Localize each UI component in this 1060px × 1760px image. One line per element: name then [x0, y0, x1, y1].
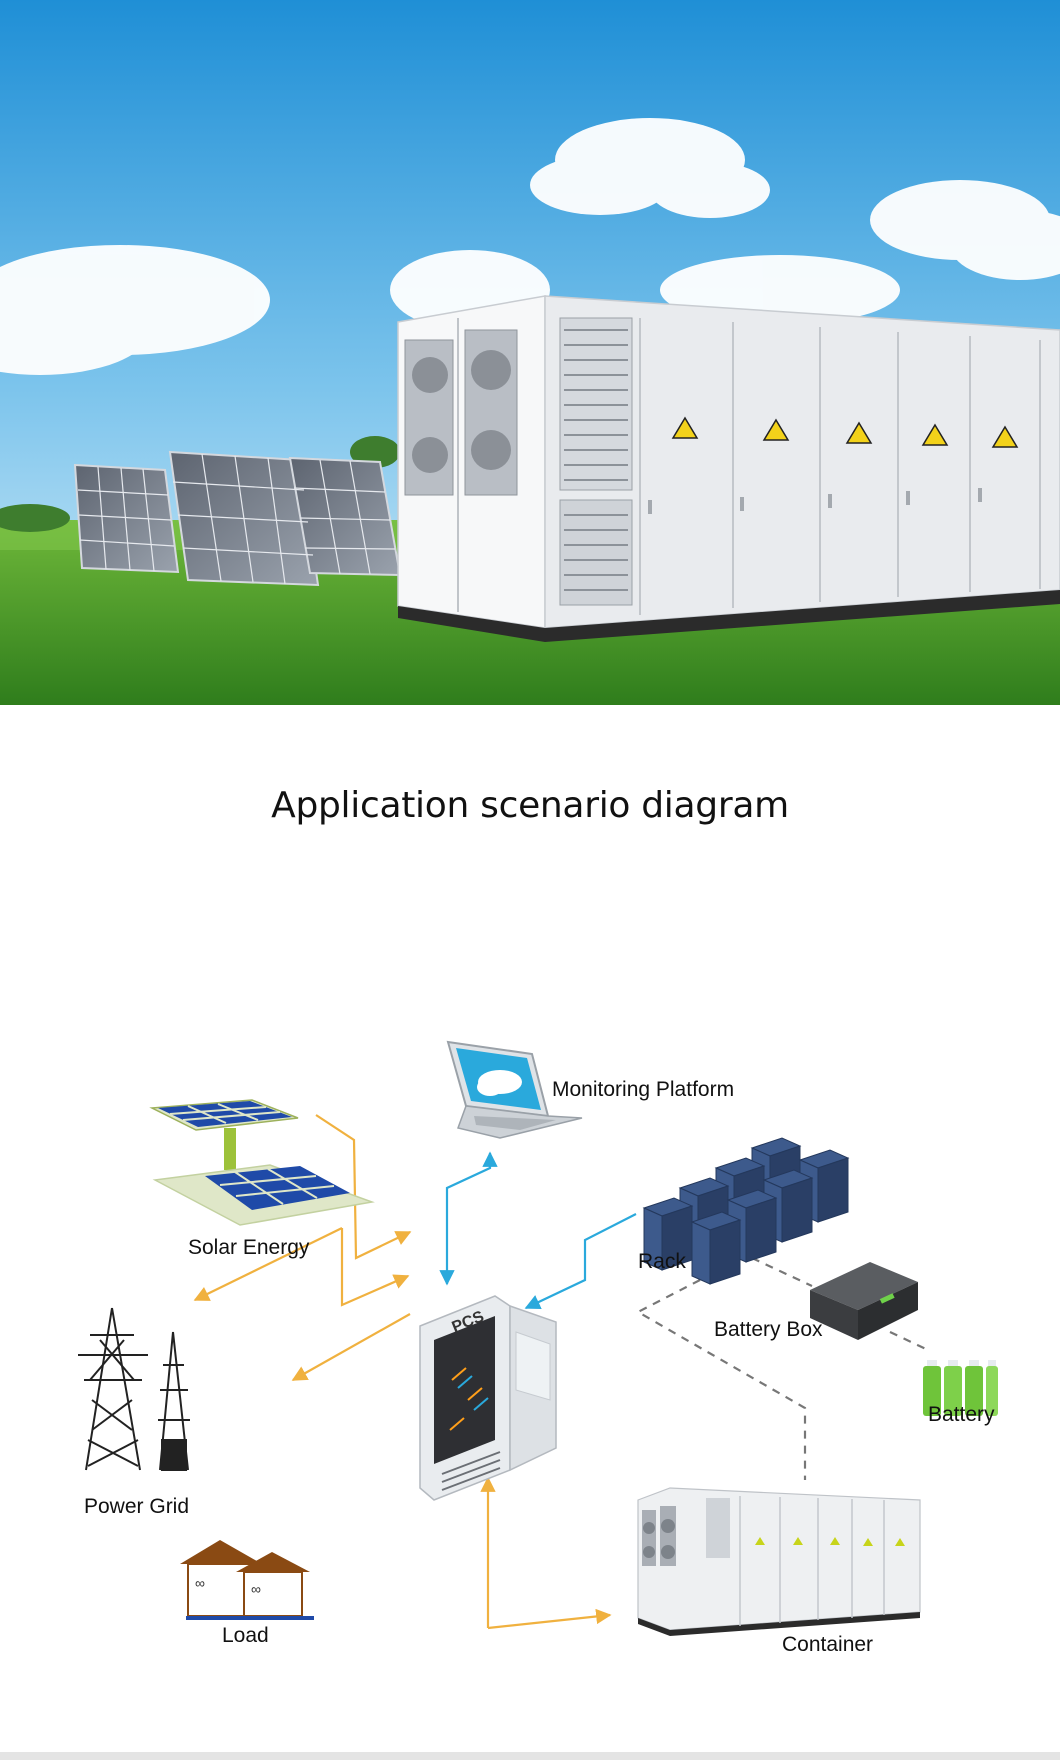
power-flow-lines	[193, 1114, 612, 1630]
bottom-divider	[0, 1752, 1060, 1760]
application-diagram: ∞ ∞ PCS Monitoring Platform Sol	[0, 1020, 1060, 1720]
label-power-grid: Power Grid	[84, 1495, 190, 1518]
solar-panel-array	[73, 450, 402, 587]
label-solar-energy: Solar Energy	[188, 1236, 310, 1259]
data-flow-lines	[439, 1151, 637, 1310]
section-title: Application scenario diagram	[271, 785, 789, 826]
power-grid-icon	[78, 1307, 190, 1471]
house-icon: ∞ ∞	[180, 1540, 314, 1620]
dashed-links	[635, 1257, 929, 1480]
label-battery: Battery	[928, 1403, 995, 1426]
label-container: Container	[782, 1633, 874, 1656]
battery-box-icon	[810, 1262, 918, 1340]
battery-icon	[923, 1360, 998, 1416]
label-load: Load	[222, 1624, 269, 1647]
svg-text:∞: ∞	[195, 1575, 205, 1591]
solar-panel-icon	[149, 1099, 375, 1226]
laptop-icon	[446, 1040, 583, 1139]
svg-text:∞: ∞	[251, 1581, 261, 1597]
pcs-cabinet-icon: PCS	[419, 1295, 557, 1501]
container-icon	[637, 1487, 921, 1636]
rack-icon	[642, 1137, 850, 1285]
label-battery-box: Battery Box	[714, 1318, 823, 1341]
label-rack: Rack	[638, 1250, 686, 1273]
warning-icon	[671, 416, 1019, 448]
label-monitoring-platform: Monitoring Platform	[552, 1078, 735, 1101]
energy-storage-container	[397, 295, 1060, 642]
hero-image	[0, 0, 1060, 705]
